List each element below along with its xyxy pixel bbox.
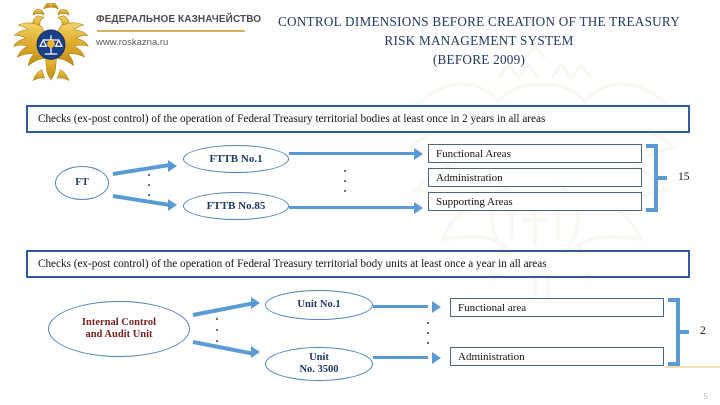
node-internal-control-and-audit-unit[interactable]: Internal Control and Audit Unit <box>48 301 190 357</box>
brand-block: ФЕДЕРАЛЬНОЕ КАЗНАЧЕЙСТВО www.roskazna.ru <box>96 14 261 48</box>
page-title: CONTROL DIMENSIONS BEFORE CREATION OF TH… <box>240 12 718 69</box>
brace-section2 <box>668 298 690 366</box>
brace-count-section2: 2 <box>700 325 706 337</box>
node-fttb-1-label: FTTB No.1 <box>209 152 263 165</box>
section2-banner-text: Checks (ex-post control) of the operatio… <box>38 258 547 270</box>
node-ft-label: FT <box>75 176 89 188</box>
area-box-supporting-areas-label: Supporting Areas <box>436 195 513 208</box>
section2-banner: Checks (ex-post control) of the operatio… <box>26 250 690 278</box>
node-fttb-85[interactable]: FTTB No.85 <box>183 192 289 220</box>
area-box-supporting-areas[interactable]: Supporting Areas <box>428 192 642 211</box>
organization-name: ФЕДЕРАЛЬНОЕ КАЗНАЧЕЙСТВО <box>96 14 262 25</box>
node-fttb-85-label: FTTB No.85 <box>206 199 266 212</box>
area-box-administration-2-label: Administration <box>458 350 525 363</box>
vertical-ellipsis-2 <box>344 170 346 192</box>
node-icau-label-line2: and Audit Unit <box>85 329 153 340</box>
brace-count-section1: 15 <box>678 171 690 183</box>
area-box-administration-label: Administration <box>436 171 503 184</box>
node-ft[interactable]: FT <box>55 166 109 200</box>
organization-url: www.roskazna.ru <box>96 37 169 48</box>
area-box-functional-area-label: Functional area <box>458 301 527 314</box>
node-unit-3500-label-line1: Unit <box>309 351 329 363</box>
vertical-ellipsis-3 <box>216 318 218 342</box>
title-line-2: RISK MANAGEMENT SYSTEM <box>384 33 574 49</box>
section1-banner-text: Checks (ex-post control) of the operatio… <box>38 113 546 125</box>
area-box-functional-areas[interactable]: Functional Areas <box>428 144 642 163</box>
node-unit-1-label: Unit No.1 <box>297 298 341 310</box>
title-line-1: CONTROL DIMENSIONS BEFORE CREATION OF TH… <box>277 14 681 29</box>
footer-gold-rule <box>665 366 720 368</box>
connector-unit3500 <box>373 356 428 359</box>
vertical-ellipsis-4 <box>427 322 429 344</box>
connector-fttb1 <box>289 152 414 155</box>
gold-divider <box>97 30 245 32</box>
area-box-administration[interactable]: Administration <box>428 168 642 187</box>
node-unit-3500[interactable]: Unit No. 3500 <box>265 347 373 381</box>
title-line-3: (BEFORE 2009) <box>432 52 526 68</box>
section1-banner: Checks (ex-post control) of the operatio… <box>26 105 690 133</box>
connector-fttb85 <box>289 206 414 209</box>
node-unit-3500-label-line2: No. 3500 <box>299 364 339 375</box>
federal-treasury-eagle-logo-icon <box>12 2 90 82</box>
area-box-functional-area[interactable]: Functional area <box>450 298 664 317</box>
vertical-ellipsis-1 <box>148 174 150 196</box>
page-number: 5 <box>703 392 708 401</box>
connector-unit1 <box>373 305 428 308</box>
node-fttb-1[interactable]: FTTB No.1 <box>183 145 289 173</box>
node-icau-label-line1: Internal Control <box>81 316 157 328</box>
brace-section1 <box>646 144 668 212</box>
area-box-functional-areas-label: Functional Areas <box>436 147 511 160</box>
node-unit-1[interactable]: Unit No.1 <box>265 290 373 320</box>
area-box-administration-2[interactable]: Administration <box>450 347 664 366</box>
